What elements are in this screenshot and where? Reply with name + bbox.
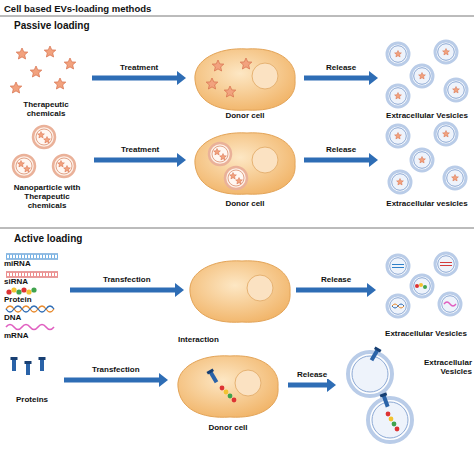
protein-icon: [6, 287, 36, 294]
arrow-label: Release: [324, 145, 358, 154]
arrow-label: Release: [295, 370, 329, 379]
arrow-label: Release: [319, 275, 353, 284]
node-label: Extracellular Vesicles: [386, 111, 468, 120]
process-arrow: [304, 71, 378, 85]
process-arrow: [70, 283, 184, 297]
diagram-node: Donor cell: [190, 126, 300, 208]
diagram-node: Extracellular Vesicles: [380, 252, 472, 338]
vesicles: [387, 41, 467, 107]
arrow-label: Treatment: [119, 145, 161, 154]
node-label: Extracellular vesicles: [386, 199, 467, 208]
arrow-label: Transfection: [90, 365, 142, 374]
node-label: Donor cell: [208, 423, 247, 432]
vesicles: [387, 253, 461, 317]
process-arrow: [296, 283, 376, 297]
molecule-label: siRNA: [4, 277, 28, 286]
chemical-stars: [10, 46, 76, 93]
node-label: Donor cell: [225, 111, 264, 120]
diagram-node: miRNA siRNA ProteinDNA mRNA: [4, 250, 66, 344]
process-arrow: [288, 378, 336, 392]
diagram-node: Extracellular vesicles: [382, 122, 472, 208]
node-label: Extracellular Vesicles: [400, 358, 472, 376]
mirna-icon: [6, 254, 58, 259]
molecule-item: DNA: [4, 304, 66, 322]
molecule-label: Protein: [4, 295, 32, 304]
protein-tacks: [11, 357, 46, 375]
section-heading: Active loading: [14, 233, 82, 244]
sirna-icon: [6, 272, 58, 277]
vesicles: [387, 123, 466, 193]
node-label: Proteins: [16, 395, 48, 404]
donor-cell: [195, 49, 295, 110]
arrow-label: Release: [324, 63, 358, 72]
molecule-item: siRNA: [4, 268, 66, 286]
vesicles: [348, 346, 412, 442]
diagram-node: Donor cell: [190, 44, 300, 120]
process-arrow: [304, 153, 378, 167]
diagram-node: Extracellular Vesicles: [340, 346, 472, 446]
node-label: Donor cell: [225, 199, 264, 208]
molecule-item: miRNA: [4, 250, 66, 268]
donor-cell: [178, 356, 278, 417]
rule-line: [0, 16, 474, 17]
donor-cell: [195, 133, 295, 194]
process-arrow: [94, 153, 186, 167]
arrow-label: Treatment: [118, 63, 160, 72]
node-label: Nanoparticle with Therapeutic chemicals: [4, 183, 90, 210]
molecule-item: mRNA: [4, 322, 66, 340]
molecule-label: mRNA: [4, 331, 28, 340]
mrna-icon: [6, 325, 54, 330]
molecule-label: miRNA: [4, 259, 31, 268]
section-heading: Passive loading: [14, 20, 90, 31]
donor-cell: [190, 261, 290, 322]
arrow-label: Transfection: [101, 275, 153, 284]
rule-line: [0, 228, 474, 229]
node-label: Extracellular Vesicles: [385, 329, 467, 338]
molecule-item: Protein: [4, 286, 66, 304]
diagram-title: Cell based EVs-loading methods: [4, 3, 151, 14]
dna-icon: [6, 306, 54, 312]
process-arrow: [64, 373, 168, 387]
diagram-node: Proteins: [4, 354, 60, 404]
molecule-label: DNA: [4, 313, 21, 322]
process-arrow: [92, 71, 186, 85]
diagram-node: Donor cell: [172, 350, 284, 432]
diagram-node: [188, 256, 292, 324]
diagram-node: Therapeutic chemicals: [4, 42, 88, 118]
annotation-label: Interaction: [178, 335, 219, 344]
diagram-node: Extracellular Vesicles: [382, 40, 472, 120]
diagram-node: Nanoparticle with Therapeutic chemicals: [4, 122, 90, 210]
nanoparticles: [13, 126, 75, 177]
node-label: Therapeutic chemicals: [4, 100, 88, 118]
